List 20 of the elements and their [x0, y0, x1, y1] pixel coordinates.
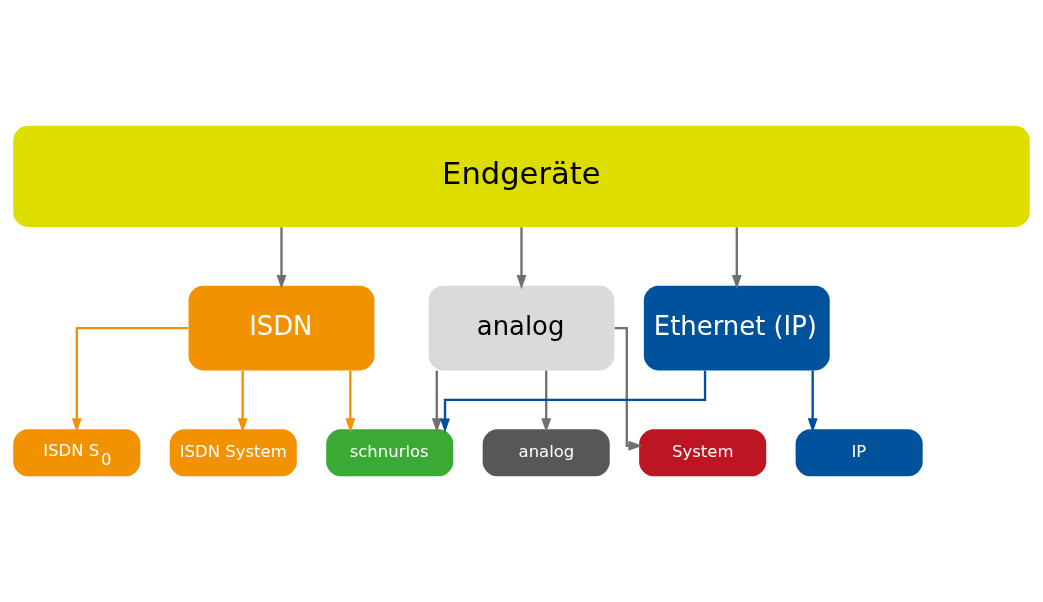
- node-box: Endgeräte: [13, 125, 1030, 227]
- node-box: ISDN System: [169, 429, 297, 477]
- node-box: analog: [482, 429, 610, 477]
- arrow: [614, 326, 643, 451]
- node-box: ISDN: [188, 285, 375, 371]
- arrow: [276, 227, 287, 290]
- node-box: analog: [428, 285, 615, 371]
- node-box: Ethernet (IP): [643, 285, 830, 371]
- arrow: [516, 227, 527, 290]
- arrow: [431, 370, 442, 433]
- arrow: [541, 370, 552, 433]
- node-box: System: [639, 429, 767, 477]
- node-box: schnurlos: [326, 429, 454, 477]
- node-box: IP: [795, 429, 923, 477]
- arrow: [807, 370, 818, 433]
- arrow: [731, 227, 742, 290]
- arrow: [440, 370, 707, 433]
- arrow: [71, 326, 189, 433]
- arrow: [345, 370, 356, 433]
- arrow: [237, 370, 248, 433]
